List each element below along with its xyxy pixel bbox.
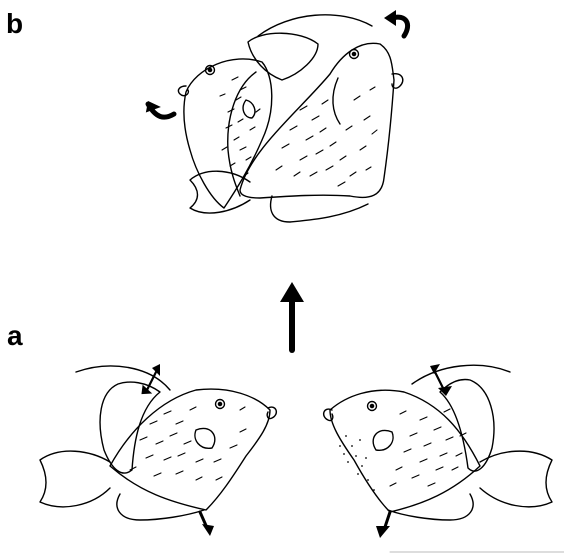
rotate-arrow-icon	[384, 10, 408, 36]
panel-a-group	[40, 364, 552, 538]
fish-a-right-stipple	[339, 435, 375, 491]
fish-a-right-scale-dashes	[390, 409, 466, 486]
fish-b-right	[190, 43, 403, 222]
fish-a-right-pupil	[370, 404, 373, 407]
fish-b-right-pupil	[352, 52, 355, 55]
up-arrow-icon	[280, 282, 304, 350]
fish-a-right-tail	[480, 451, 552, 507]
fish-b-right-scale-dashes	[276, 87, 377, 186]
panel-b-group	[142, 10, 407, 222]
fish-a-right-pectoral-fin	[373, 430, 393, 450]
double-headed-arrow-icon	[138, 364, 160, 398]
fish-b-rear-dorsal-fin	[248, 33, 318, 80]
fish-b-right-gill-line	[333, 78, 340, 124]
fish-a-right-dorsal-ray	[412, 365, 510, 384]
fish-b-right-anal-fin	[271, 196, 368, 222]
fish-b-left	[178, 59, 271, 208]
rotate-arrow-icon	[142, 98, 174, 118]
fish-a-left	[40, 364, 276, 536]
fish-a-left-tail	[40, 451, 110, 507]
fish-a-right-anal-fin	[388, 494, 473, 520]
fish-a-left-pupil	[218, 402, 221, 405]
fish-b-left-pupil	[208, 68, 211, 71]
down-arrow-icon	[200, 512, 214, 536]
fish-b-right-body	[240, 43, 394, 198]
fish-b-left-pectoral-fin	[243, 100, 255, 118]
down-arrow-icon	[376, 512, 390, 538]
fish-a-left-pectoral-fin	[195, 428, 215, 448]
fish-a-left-dorsal-fin	[100, 382, 160, 473]
fish-a-right	[324, 364, 552, 538]
fish-a-right-dorsal-fin	[440, 380, 494, 472]
